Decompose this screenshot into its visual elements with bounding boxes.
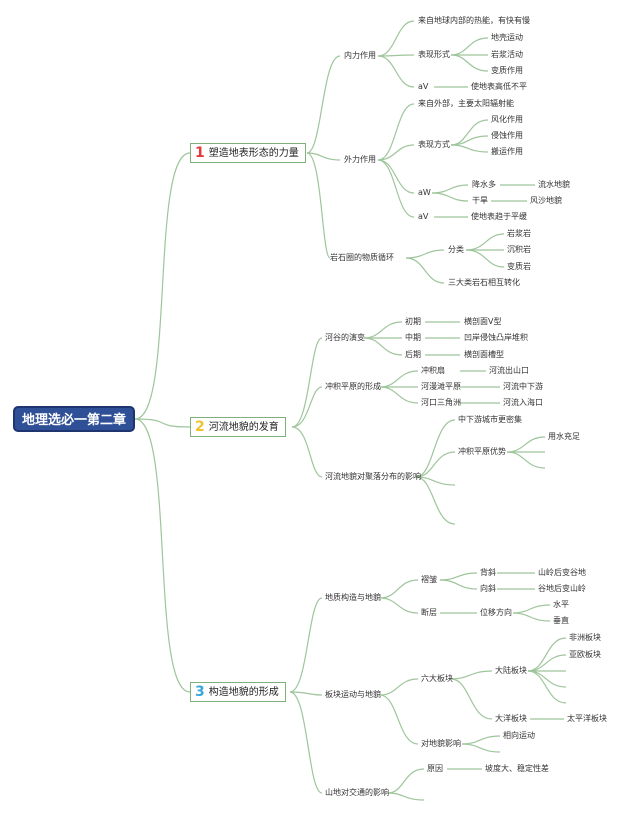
node-neili-av[interactable]: aV <box>418 82 429 91</box>
node-rock-cycle[interactable]: 岩石圈的物质循环 <box>330 253 394 262</box>
node-valley[interactable]: 河谷的演变 <box>325 333 365 342</box>
node-neili-source[interactable]: 来自地球内部的热能，有快有慢 <box>418 16 530 25</box>
node-geo-structure[interactable]: 地质构造与地貌 <box>325 593 381 602</box>
node-mid-result[interactable]: 凹岸侵蚀凸岸堆积 <box>464 333 528 342</box>
node-oceanic-plate-1[interactable]: 太平洋板块 <box>567 714 607 723</box>
node-rain-result[interactable]: 流水地貌 <box>538 180 570 189</box>
node-anticline[interactable]: 背斜 <box>480 568 496 577</box>
node-rock-class[interactable]: 分类 <box>448 245 464 254</box>
node-syncline-result[interactable]: 谷地后变山岭 <box>538 584 586 593</box>
node-early[interactable]: 初期 <box>405 317 421 326</box>
node-early-result[interactable]: 横剖面V型 <box>464 317 502 326</box>
node-waili-form-2[interactable]: 侵蚀作用 <box>491 131 523 140</box>
node-delta[interactable]: 河口三角洲 <box>421 398 461 407</box>
node-continental-plate[interactable]: 大陆板块 <box>495 666 527 675</box>
node-plate-motion[interactable]: 板块运动与地貌 <box>325 690 381 699</box>
node-anticline-result[interactable]: 山岭后变谷地 <box>538 568 586 577</box>
node-settlement-water[interactable]: 用水充足 <box>548 432 580 441</box>
topic-3-label: 构造地貌的形成 <box>208 687 279 698</box>
node-waili-av[interactable]: aV <box>418 212 429 221</box>
node-late-result[interactable]: 横剖面槽型 <box>464 350 504 359</box>
node-vertical[interactable]: 垂直 <box>553 616 569 625</box>
node-floodplain[interactable]: 河漫滩平原 <box>421 382 461 391</box>
node-floodplain-result[interactable]: 河流中下游 <box>503 382 543 391</box>
node-neili[interactable]: 内力作用 <box>344 51 376 60</box>
node-neili-form-1[interactable]: 地壳运动 <box>491 33 523 42</box>
node-waili-aw[interactable]: aW <box>418 188 431 197</box>
topic-1-label: 塑造地表形态的力量 <box>208 148 299 159</box>
node-dry-result[interactable]: 风沙地貌 <box>530 196 562 205</box>
node-displacement[interactable]: 位移方向 <box>480 608 512 617</box>
node-landform-effect[interactable]: 对地貌影响 <box>421 739 461 748</box>
root-node[interactable]: 地理选必一第二章 <box>13 406 135 432</box>
node-neili-form[interactable]: 表现形式 <box>418 50 450 59</box>
node-landform-effect-1[interactable]: 相向运动 <box>503 731 535 740</box>
node-rock-class-2[interactable]: 沉积岩 <box>507 245 531 254</box>
node-fan[interactable]: 冲积扇 <box>421 366 445 375</box>
topic-2-number: 2 <box>195 419 205 435</box>
node-waili[interactable]: 外力作用 <box>344 155 376 164</box>
node-waili-form-3[interactable]: 搬运作用 <box>491 147 523 156</box>
node-waili-form-1[interactable]: 风化作用 <box>491 115 523 124</box>
node-neili-effect[interactable]: 使地表高低不平 <box>471 82 527 91</box>
node-mid[interactable]: 中期 <box>405 333 421 342</box>
node-settlement[interactable]: 河流地貌对聚落分布的影响 <box>325 472 421 481</box>
node-oceanic-plate[interactable]: 大洋板块 <box>495 714 527 723</box>
node-neili-form-3[interactable]: 变质作用 <box>491 66 523 75</box>
node-continental-plate-2[interactable]: 亚欧板块 <box>569 650 601 659</box>
node-reason-result[interactable]: 坡度大、稳定性差 <box>485 764 549 773</box>
node-late[interactable]: 后期 <box>405 350 421 359</box>
topic-3-number: 3 <box>195 684 205 700</box>
node-rock-class-3[interactable]: 变质岩 <box>507 262 531 271</box>
node-settlement-advantage[interactable]: 冲积平原优势 <box>458 447 506 456</box>
node-fold[interactable]: 褶皱 <box>421 575 437 584</box>
node-horizontal[interactable]: 水平 <box>553 600 569 609</box>
node-settlement-1[interactable]: 中下游城市更密集 <box>458 415 522 424</box>
node-delta-result[interactable]: 河流入海口 <box>503 398 543 407</box>
node-rock-convert[interactable]: 三大类岩石相互转化 <box>448 278 520 287</box>
node-rain[interactable]: 降水多 <box>472 180 496 189</box>
topic-1-number: 1 <box>195 145 205 161</box>
node-waili-source[interactable]: 来自外部，主要太阳辐射能 <box>418 99 514 108</box>
node-traffic[interactable]: 山地对交通的影响 <box>325 788 389 797</box>
node-neili-form-2[interactable]: 岩浆活动 <box>491 50 523 59</box>
node-plain[interactable]: 冲积平原的形成 <box>325 382 381 391</box>
node-waili-form[interactable]: 表现方式 <box>418 140 450 149</box>
node-waili-effect[interactable]: 使地表趋于平缓 <box>471 212 527 221</box>
node-fault[interactable]: 断层 <box>421 608 437 617</box>
node-six-plates[interactable]: 六大板块 <box>421 674 453 683</box>
node-reason[interactable]: 原因 <box>427 764 443 773</box>
topic-2-label: 河流地貌的发育 <box>208 422 279 433</box>
node-fan-result[interactable]: 河流出山口 <box>489 366 529 375</box>
node-dry[interactable]: 干旱 <box>472 196 488 205</box>
node-continental-plate-1[interactable]: 非洲板块 <box>569 633 601 642</box>
node-syncline[interactable]: 向斜 <box>480 584 496 593</box>
node-rock-class-1[interactable]: 岩浆岩 <box>507 229 531 238</box>
